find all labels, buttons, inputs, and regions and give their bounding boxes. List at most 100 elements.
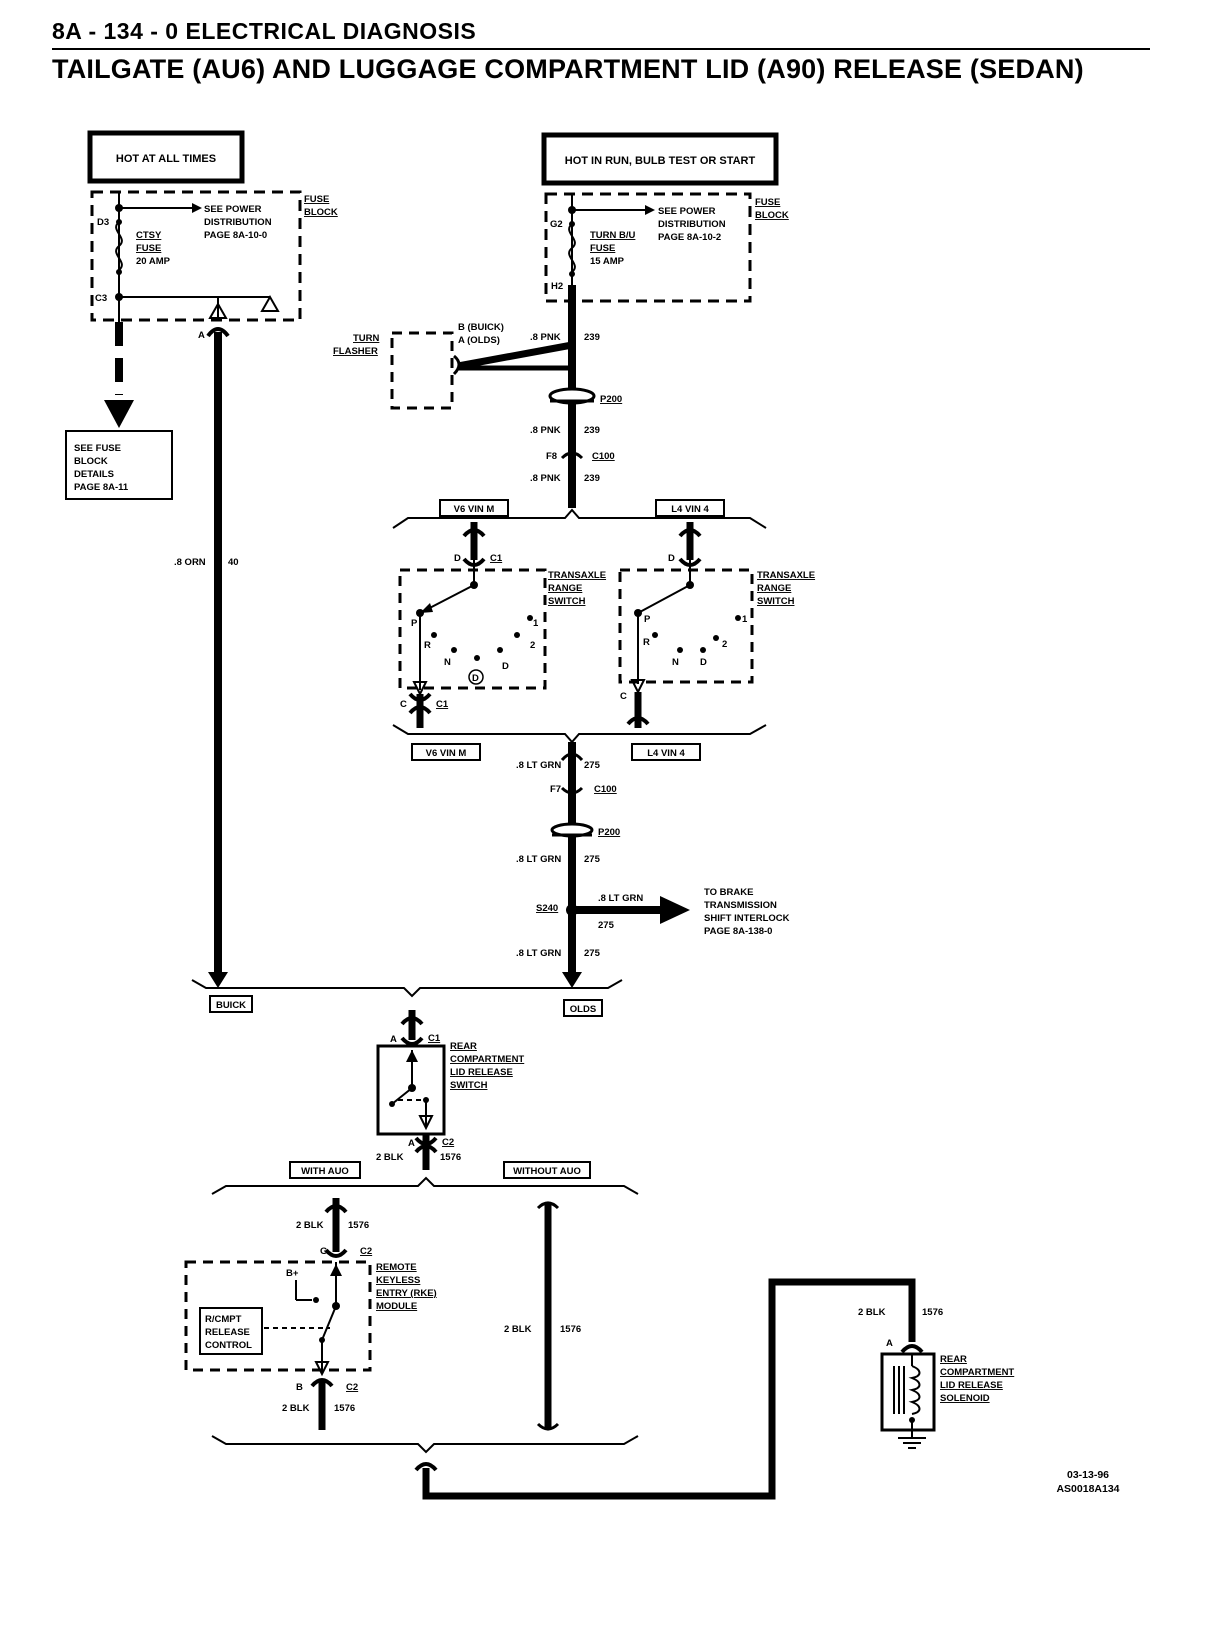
pnk-label-1: .8 PNK (530, 332, 561, 343)
right-see-power-1: SEE POWER (658, 206, 716, 217)
solenoid-feed-wire: 2 BLK 1576 (414, 1278, 943, 1500)
rke-bplus: B+ (286, 1268, 299, 1279)
c100-bottom-connector-icon (560, 786, 584, 795)
brake-interlock-note-4: PAGE 8A-138-0 (704, 926, 772, 937)
rke-label-3: ENTRY (RKE) (376, 1288, 437, 1299)
rke-pin-b: B (296, 1382, 303, 1393)
l4-switch-label-3: SWITCH (757, 596, 795, 607)
l4-pos-d: D (700, 657, 707, 668)
brake-interlock-arrow-icon (660, 896, 690, 924)
with-auo-label: WITH AUO (301, 1166, 349, 1177)
brake-interlock-wire: .8 LT GRN (598, 893, 643, 904)
l4-pos-p: P (644, 614, 651, 625)
right-fuse-block-label-2: BLOCK (755, 210, 789, 221)
rke-control-2: RELEASE (205, 1327, 250, 1338)
rke-pin-g: G (320, 1246, 327, 1257)
release-switch-label-2: COMPARTMENT (450, 1054, 524, 1065)
pnk-circuit-3: 239 (584, 473, 600, 484)
v6-pin-d: D (454, 553, 461, 564)
v6-conn-c1-top: C1 (490, 553, 503, 564)
turn-flasher-outline (390, 331, 454, 410)
upper-splice-chain: P200 .8 PNK 239 F8 C100 .8 PNK 239 (530, 365, 622, 508)
turn-bu-fuse-icon (568, 223, 576, 273)
transaxle-variant-bracket: V6 VIN M L4 VIN 4 D C1 TRANSAXLE RANGE S… (392, 499, 815, 761)
left-see-power-2: DISTRIBUTION (204, 217, 272, 228)
pnk-circuit-1: 239 (584, 332, 600, 343)
blk-label-rke-bottom: 2 BLK (282, 1403, 310, 1414)
left-connector-pin-a: A (198, 330, 205, 341)
release-switch-conn-c1: C1 (428, 1033, 441, 1044)
ctsy-fuse-name-2: FUSE (136, 243, 161, 254)
brake-interlock-circuit: 275 (598, 920, 615, 931)
ltgrn-label-3: .8 LT GRN (516, 948, 561, 959)
hot-at-all-times-label: HOT AT ALL TIMES (116, 153, 216, 165)
turn-bu-fuse-name-1: TURN B/U (590, 230, 636, 241)
l4-pos-r: R (643, 637, 650, 648)
right-fuse-block-label-1: FUSE (755, 197, 780, 208)
without-auo-label: WITHOUT AUO (513, 1166, 581, 1177)
rear-compartment-release-switch: A C1 REAR COMPARTMENT LID RELEASE SWITCH… (376, 1010, 524, 1170)
l4-vin-4-top: L4 VIN 4 (671, 504, 709, 515)
left-fuse-pin-d3: D3 (97, 217, 109, 228)
turn-flasher-label-1: TURN (353, 333, 380, 344)
blk-circuit-solenoid: 1576 (922, 1307, 943, 1318)
brake-interlock-note-3: SHIFT INTERLOCK (704, 913, 790, 924)
orn-wire-circuit: 40 (228, 557, 239, 568)
footer-code: AS0018A134 (1056, 1483, 1119, 1495)
see-power-arrow-icon (192, 203, 202, 213)
rke-control-1: R/CMPT (205, 1314, 242, 1325)
c100-top-connector-icon (560, 451, 584, 460)
l4-pos-1: 1 (742, 614, 748, 625)
right-power-source: HOT IN RUN, BULB TEST OR START FUSE BLOC… (530, 132, 789, 365)
v6-pos-d: D (502, 661, 509, 672)
l4-vin-4-bottom: L4 VIN 4 (647, 748, 685, 759)
turn-bu-fuse-name-2: FUSE (590, 243, 615, 254)
solenoid-box (880, 1352, 936, 1432)
ltgrn-label-1: .8 LT GRN (516, 760, 561, 771)
ctsy-fuse-icon (115, 221, 123, 271)
c100-pin-f7: F7 (550, 784, 561, 795)
see-power-arrow-icon (645, 205, 655, 215)
buick-label: BUICK (216, 1000, 246, 1011)
blk-label-1: 2 BLK (376, 1152, 404, 1163)
right-fuse-block-outline (544, 192, 752, 303)
olds-label: OLDS (570, 1004, 596, 1015)
fuse-details-2: BLOCK (74, 456, 108, 467)
v6-pos-2: 2 (530, 640, 535, 651)
s240-label: S240 (536, 903, 558, 914)
l4-switch-label-2: RANGE (757, 583, 791, 594)
ltgrn-circuit-2: 275 (584, 854, 601, 865)
release-switch-pin-a-bottom: A (408, 1138, 415, 1149)
blk-circuit-1: 1576 (440, 1152, 461, 1163)
l4-switch-label-1: TRANSAXLE (757, 570, 815, 581)
release-switch-label-4: SWITCH (450, 1080, 488, 1091)
hot-at-all-times-box (87, 130, 245, 184)
left-fuse-block-label-1: FUSE (304, 194, 329, 205)
rke-module: 2 BLK 1576 G C2 REMOTE KEYLESS ENTRY (RK… (184, 1198, 437, 1430)
auo-bracket: WITH AUO WITHOUT AUO 2 BLK 1576 (211, 1161, 639, 1454)
orn-wire-label: .8 ORN (174, 557, 206, 568)
left-fuse-block-outline (90, 190, 302, 322)
solenoid-label-2: COMPARTMENT (940, 1367, 1014, 1378)
v6-vin-m-bottom: V6 VIN M (426, 748, 467, 759)
v6-pos-1: 1 (533, 618, 539, 629)
c100-pin-f8: F8 (546, 451, 557, 462)
v6-pos-n: N (444, 657, 451, 668)
rke-release-control-box (199, 1307, 263, 1355)
turn-flasher: TURN FLASHER B (BUICK) A (OLDS) (333, 322, 576, 410)
pnk-circuit-2: 239 (584, 425, 600, 436)
page-header: 8A - 134 - 0 ELECTRICAL DIAGNOSIS TAILGA… (52, 18, 1150, 85)
lower-splice-chain: .8 LT GRN 275 F7 C100 P200 .8 LT GRN 275… (516, 742, 790, 988)
turn-flasher-label-2: FLASHER (333, 346, 378, 357)
diagram-title: TAILGATE (AU6) AND LUGGAGE COMPARTMENT L… (52, 54, 1084, 84)
brake-interlock-note-2: TRANSMISSION (704, 900, 777, 911)
ltgrn-circuit-3: 275 (584, 948, 601, 959)
p200-label-upper: P200 (600, 394, 622, 405)
release-switch-label-3: LID RELEASE (450, 1067, 513, 1078)
left-see-power-1: SEE POWER (204, 204, 262, 215)
right-see-power-3: PAGE 8A-10-2 (658, 232, 721, 243)
l4-pin-c: C (620, 691, 627, 702)
turn-flasher-pin-b: B (BUICK) (458, 322, 504, 333)
rke-label-1: REMOTE (376, 1262, 417, 1273)
right-see-power-2: DISTRIBUTION (658, 219, 726, 230)
